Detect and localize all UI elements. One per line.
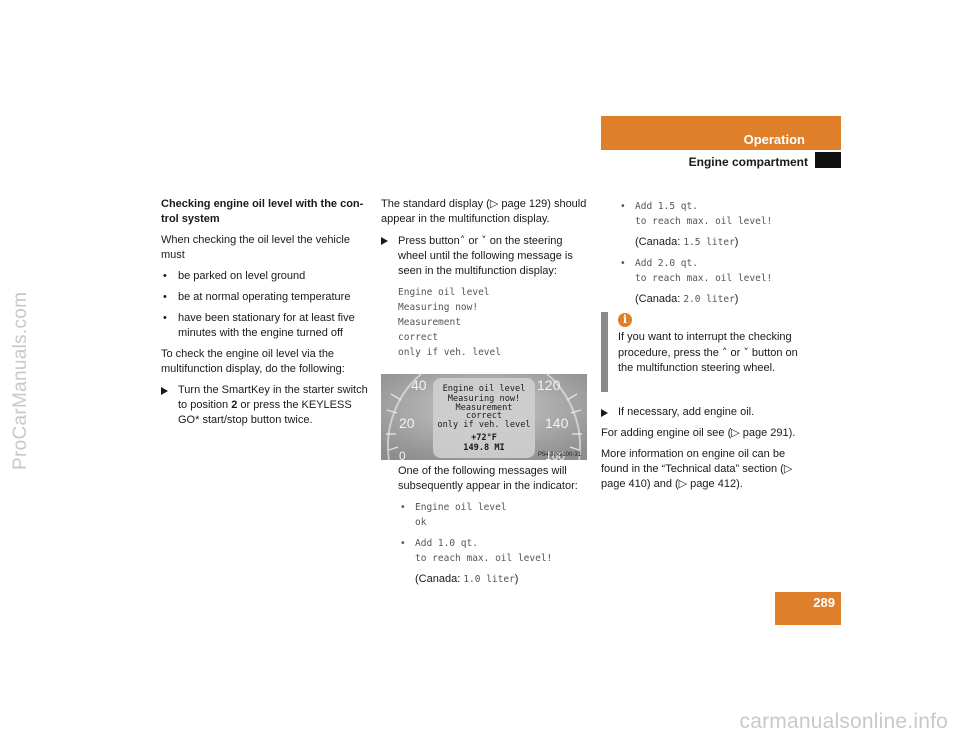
section-heading: Checking engine oil level with the con-t… bbox=[161, 198, 364, 225]
info-text-part: If you want to interrupt the checking pr… bbox=[618, 331, 792, 359]
display-line: correct bbox=[398, 332, 439, 343]
canada-note: (Canada: 2.0 liter) bbox=[635, 293, 739, 305]
message-line: Add 1.5 qt. bbox=[635, 201, 698, 212]
message-item: Add 1.0 qt. to reach max. oil level! bbox=[398, 536, 588, 566]
step-text: on the steering wheel until the followin… bbox=[398, 235, 573, 277]
column-3: Add 1.5 qt. to reach max. oil level! (Ca… bbox=[618, 199, 808, 307]
message-item: Add 2.0 qt. to reach max. oil level! bbox=[618, 256, 808, 286]
display-screen bbox=[433, 378, 535, 458]
info-text-part: button on the multifunction steering whe… bbox=[618, 347, 798, 374]
up-key-icon: ˄ bbox=[721, 346, 728, 359]
info-text-part: or bbox=[727, 347, 744, 359]
display-line: Measuring now! bbox=[398, 302, 479, 313]
message-item: Engine oil level ok bbox=[398, 500, 588, 530]
instrument-cluster-figure: 40 120 20 140 0 160 Engine oil level Mea… bbox=[381, 374, 587, 460]
screen-line: correct bbox=[466, 411, 502, 421]
message-line: Add 1.0 qt. bbox=[415, 538, 478, 549]
arrow-icon bbox=[601, 409, 608, 417]
info-text: If you want to interrupt the checking pr… bbox=[618, 330, 800, 376]
message-item: Add 1.5 qt. to reach max. oil level! bbox=[618, 199, 808, 229]
display-message: Engine oil level Measuring now! Measurem… bbox=[381, 285, 591, 360]
screen-line: Measurement bbox=[456, 403, 513, 413]
display-line: only if veh. level bbox=[398, 347, 501, 358]
screen-line: Measuring now! bbox=[448, 394, 520, 404]
step-text: or press the KEYLESS GO* start/stop butt… bbox=[178, 399, 352, 426]
step-text: Turn the SmartKey in the starter switch … bbox=[178, 384, 368, 411]
display-line: Engine oil level bbox=[398, 287, 490, 298]
header-marker bbox=[815, 152, 841, 168]
canada-note: (Canada: 1.5 liter) bbox=[635, 236, 739, 248]
column-2-continued: One of the following messages will subse… bbox=[398, 464, 588, 587]
gauge-label-140: 140 bbox=[545, 415, 569, 431]
step-text: If necessary, add engine oil. bbox=[618, 406, 755, 418]
arrow-icon bbox=[161, 387, 168, 395]
down-key-icon: ˅ bbox=[481, 234, 487, 247]
gauge-ticks bbox=[386, 393, 582, 451]
column-3-lower: If necessary, add engine oil. For adding… bbox=[601, 405, 806, 492]
odometer-readout: 149.8 MI bbox=[463, 443, 504, 453]
page-number-box bbox=[775, 592, 841, 625]
figure-reference: P54 32-2100-31 bbox=[538, 452, 582, 458]
screen-line: only if veh. level bbox=[437, 420, 530, 430]
column-2: The standard display (▷ page 129) should… bbox=[381, 197, 591, 360]
message-line: Engine oil level bbox=[415, 502, 507, 513]
message-line: to reach max. oil level! bbox=[415, 553, 553, 564]
list-item: be parked on level ground bbox=[161, 269, 371, 284]
screen-text: Engine oil level Measuring now! Measurem… bbox=[437, 384, 530, 453]
step-item: Press button˄ or ˅ on the steering wheel… bbox=[381, 233, 591, 279]
side-watermark: ProCarManuals.com bbox=[10, 291, 31, 470]
gauge-label-40: 40 bbox=[411, 377, 427, 393]
down-key-icon: ˅ bbox=[743, 346, 749, 359]
instruction-text: To check the engine oil level via the mu… bbox=[161, 348, 345, 375]
info-box bbox=[601, 312, 808, 392]
step-text: Press button bbox=[398, 235, 460, 247]
header-band bbox=[601, 116, 841, 150]
temperature-readout: +72°F bbox=[471, 433, 497, 443]
reference-text: More information on engine oil can be fo… bbox=[601, 448, 793, 490]
gauge-label-120: 120 bbox=[537, 377, 561, 393]
screen-line: Engine oil level bbox=[443, 384, 526, 394]
message-line: to reach max. oil level! bbox=[635, 273, 773, 284]
up-key-icon: ˄ bbox=[459, 234, 466, 247]
subsequent-text: One of the following messages will subse… bbox=[398, 465, 578, 492]
gauge-label-0: 0 bbox=[399, 449, 406, 460]
step-item: Turn the SmartKey in the starter switch … bbox=[161, 383, 371, 428]
bottom-watermark: carmanualsonline.info bbox=[739, 710, 948, 733]
list-item: have been stationary for at least five m… bbox=[161, 311, 371, 341]
list-item: be at normal operating temperature bbox=[161, 290, 371, 305]
page-number: 289 bbox=[813, 595, 835, 610]
display-line: Measurement bbox=[398, 317, 461, 328]
section-title: Operation bbox=[743, 132, 805, 147]
gauge-label-20: 20 bbox=[399, 415, 415, 431]
info-icon: i bbox=[618, 313, 632, 327]
step-text: or bbox=[465, 235, 482, 247]
reference-text: For adding engine oil see (▷ page 291). bbox=[601, 427, 796, 439]
message-line: Add 2.0 qt. bbox=[635, 258, 698, 269]
gauge-label-160: 160 bbox=[545, 449, 565, 460]
column-1: Checking engine oil level with the con-t… bbox=[161, 197, 371, 428]
canada-note: (Canada: 1.0 liter) bbox=[415, 573, 519, 585]
arrow-icon bbox=[381, 237, 388, 245]
position-number: 2 bbox=[231, 399, 238, 411]
message-line: ok bbox=[415, 517, 427, 528]
standard-display-text: The standard display (▷ page 129) should… bbox=[381, 198, 587, 225]
section-subtitle: Engine compartment bbox=[688, 155, 808, 169]
step-item: If necessary, add engine oil. bbox=[601, 405, 806, 420]
message-line: to reach max. oil level! bbox=[635, 216, 773, 227]
intro-text: When checking the oil level the vehicle … bbox=[161, 234, 350, 261]
